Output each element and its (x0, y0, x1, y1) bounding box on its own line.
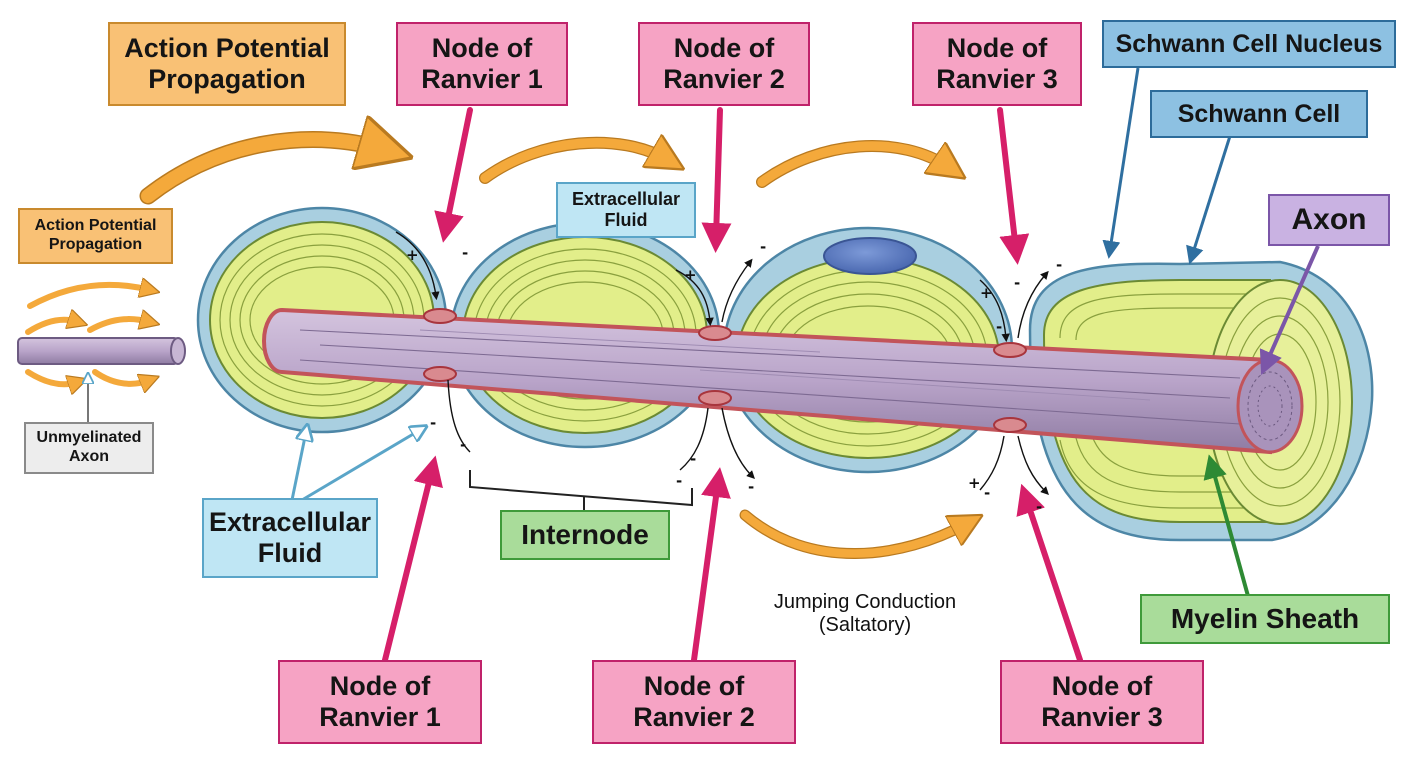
charge-minus: - (996, 318, 1003, 336)
propagation-arrows (25, 140, 968, 559)
schwann-cell-label: Schwann Cell (1150, 90, 1368, 138)
myelin-sheath-label: Myelin Sheath (1140, 594, 1390, 644)
axon-label: Axon (1268, 194, 1390, 246)
schwann-cell-nucleus-label: Schwann Cell Nucleus (1102, 20, 1396, 68)
charge-minus: - (984, 484, 991, 502)
myelin-pointer-arrow (1203, 454, 1250, 597)
schwann-cell-nucleus (823, 237, 917, 275)
internode-bracket (469, 470, 693, 510)
charge-minus: - (676, 472, 683, 490)
charge-minus: - (748, 478, 755, 496)
charge-minus: - (760, 238, 767, 256)
charge-minus: - (430, 414, 437, 432)
internode-label: Internode (500, 510, 670, 560)
charge-minus: - (462, 244, 469, 262)
fluid-pointer-arrows (290, 430, 420, 502)
schwann-pointer-arrows (1102, 67, 1232, 265)
charge-plus: + (980, 284, 993, 302)
charge-plus: + (684, 266, 697, 284)
charge-minus: - (690, 450, 697, 468)
charge-plus: + (406, 246, 419, 264)
jumping-conduction-label: Jumping Conduction(Saltatory) (773, 590, 957, 636)
charge-minus: - (460, 436, 467, 454)
local-current-arrows (395, 231, 1049, 495)
unmyelinated-axon-tube (17, 337, 186, 365)
charge-minus: - (1056, 256, 1063, 274)
axon-pointer-arrow (1259, 245, 1320, 375)
charge-plus: + (968, 474, 981, 492)
axon-body (262, 307, 1304, 455)
charge-minus: - (1014, 274, 1021, 292)
charge-minus: - (1036, 498, 1043, 516)
node-pointer-arrows (382, 107, 1083, 663)
node-bulges (423, 308, 1027, 433)
